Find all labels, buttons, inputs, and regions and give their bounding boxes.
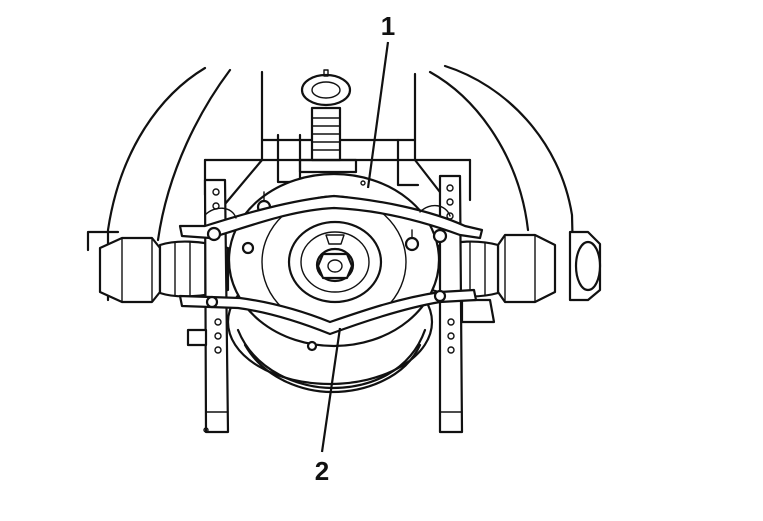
support-strap — [178, 288, 478, 336]
callout-2: 2 — [315, 327, 342, 486]
callout-1-label: 1 — [381, 11, 395, 41]
upper-support-strap — [178, 194, 484, 244]
right-support-post — [438, 174, 496, 434]
pinion-yoke — [298, 69, 358, 174]
frame-crossmember — [106, 64, 576, 302]
callout-1: 1 — [366, 11, 395, 189]
callout-2-leader — [320, 327, 342, 453]
callout-2-label: 2 — [315, 456, 329, 486]
callout-1-leader — [366, 41, 390, 189]
